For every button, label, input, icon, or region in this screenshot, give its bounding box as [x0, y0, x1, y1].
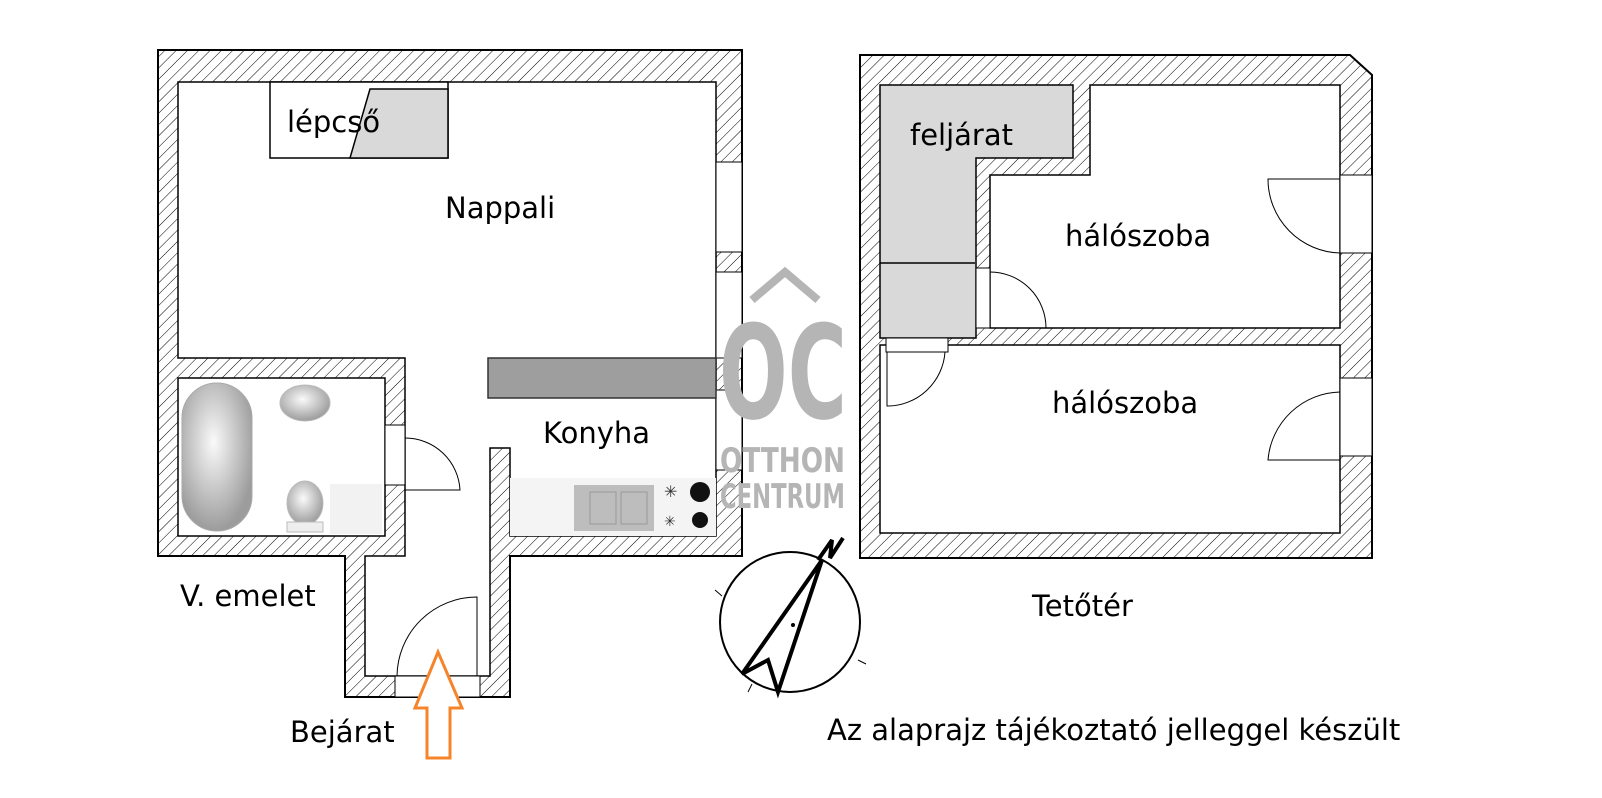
sink-basin: [589, 491, 617, 525]
entrance-door: [396, 596, 478, 677]
toilet-icon: [286, 480, 324, 526]
compass-needle: [740, 558, 824, 699]
stairs-fill: [349, 88, 449, 159]
kitchen-sink: [574, 485, 654, 531]
stove-burner: [690, 482, 710, 502]
bedroom-2-door: [886, 351, 946, 407]
attic-plan: feljárat hálószoba hálószoba Tetőtér: [859, 54, 1373, 623]
window: [715, 161, 743, 253]
bathroom-door: [404, 437, 461, 491]
ground-floor-plan: ✳ ✳ lépcső Nappali Konyha V. emelet Bejá…: [157, 49, 743, 760]
logo-roof: [749, 266, 821, 304]
bathtub: [181, 382, 253, 532]
floor-label: Tetőtér: [1031, 589, 1133, 623]
burner-icon: ✳: [664, 514, 676, 530]
kitchen-label: Konyha: [543, 416, 650, 450]
disclaimer: Az alaprajz tájékoztató jelleggel készül…: [827, 713, 1400, 747]
toilet-tank: [286, 521, 324, 533]
burner-icon: ✳: [664, 482, 677, 501]
window: [1339, 174, 1373, 254]
window-door: [1267, 178, 1341, 254]
window-door: [1267, 391, 1341, 461]
living-room-label: Nappali: [445, 191, 555, 225]
kitchen-bar-counter: [487, 357, 717, 399]
window: [715, 271, 743, 359]
sink-icon: [279, 384, 331, 422]
bedroom-1-label: hálószoba: [1065, 219, 1211, 253]
otthon-centrum-logo: OC OTTHON CENTRUM: [719, 266, 847, 517]
entrance-label: Bejárat: [290, 715, 395, 749]
entrance-arrow: [412, 648, 465, 760]
stair-access-label: feljárat: [910, 118, 1013, 152]
logo-mark: OC: [719, 297, 847, 449]
stair-access-area: [879, 84, 1074, 339]
stove-burner: [692, 512, 708, 528]
floor-label: V. emelet: [180, 579, 316, 613]
bedroom-2-area: [879, 344, 1341, 534]
door-opening: [885, 337, 949, 353]
door-opening: [975, 267, 991, 329]
stairs-label: lépcső: [287, 105, 380, 139]
bathroom-door-opening: [384, 424, 406, 486]
window: [715, 389, 743, 471]
washing-machine: [330, 484, 382, 534]
compass-icon: [714, 536, 867, 699]
bedroom-2-label: hálószoba: [1052, 386, 1198, 420]
window: [1339, 377, 1373, 457]
sink-basin: [620, 491, 648, 525]
logo-line1: OTTHON: [720, 441, 845, 481]
bedroom-1-door: [989, 271, 1047, 329]
logo-line2: CENTRUM: [720, 477, 845, 517]
north-label: [816, 536, 845, 562]
